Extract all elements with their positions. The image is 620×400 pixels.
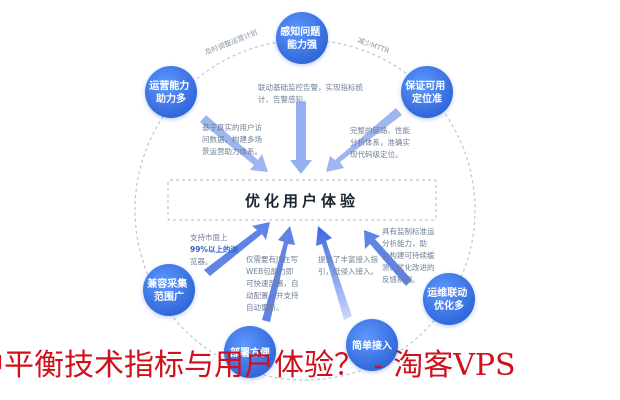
- node-locate: 保证可用 定位准: [401, 66, 453, 118]
- node-deploy: 部署方便: [224, 326, 276, 378]
- svg-text:运营能力 助力多: 运营能力 助力多: [149, 79, 192, 105]
- description-top: 联动基础监控告警，实现指标统 计、告警感知。: [258, 82, 365, 104]
- arrow-from-bottom-right: [316, 226, 352, 320]
- node-operations: 运营能力 助力多: [145, 66, 197, 118]
- arrow-from-right-top: [326, 108, 402, 172]
- arc-label-left: 及时调整运营计划: [203, 28, 258, 57]
- center-box: [167, 179, 437, 221]
- svg-text:感知问题 能力强: 感知问题 能力强: [280, 25, 323, 51]
- node-access: 简单接入: [346, 319, 398, 371]
- description-mid-left: 仅需要有JS在写 WEB包能力即 可快速部署，自 动配置，并支持 自动更新。: [246, 254, 301, 312]
- node-ops-linkage: 运维联动 优化多: [423, 273, 475, 325]
- svg-text:兼容采集 范围广: 兼容采集 范围广: [147, 277, 190, 303]
- svg-text:运维联动 优化多: 运维联动 优化多: [427, 286, 470, 312]
- arrow-from-right-bottom: [364, 230, 412, 286]
- node-collection: 兼容采集 范围广: [143, 264, 195, 316]
- arrows: [200, 102, 412, 322]
- description-left-top: 基于真实的用户访 问数据，构建多场 景运营助力体系。: [202, 122, 264, 156]
- arrow-from-top: [290, 102, 312, 174]
- arc-label-right: 减少MTTR: [356, 35, 391, 55]
- arrow-from-left-bottom: [204, 222, 270, 276]
- arrow-from-left-top: [200, 115, 268, 172]
- node-perception: 感知问题 能力强: [276, 12, 328, 64]
- description-right-top: 完整的链路、性能 分析体系，准确实 现代码级定位。: [350, 125, 412, 159]
- description-right-bottom: 具有监制标准运 分析能力，助 力构建可持续缓 测、优化改进的 反馈机制。: [382, 226, 437, 284]
- center-label: 优化用户体验: [245, 192, 359, 210]
- svg-text:简单接入: 简单接入: [352, 339, 392, 352]
- svg-text:保证可用 定位准: 保证可用 定位准: [404, 79, 448, 105]
- description-mid-right: 提供了丰富接入指 引，低侵入接入。: [318, 254, 380, 276]
- svg-text:部署方便: 部署方便: [230, 346, 271, 359]
- description-left-bottom: 支持市面上 99%以上的浏 览器。: [190, 232, 240, 266]
- page-caption: 中平衡技术指标与用户体验？ - 淘客VPS: [0, 348, 516, 383]
- arrow-from-bottom-left: [262, 226, 295, 322]
